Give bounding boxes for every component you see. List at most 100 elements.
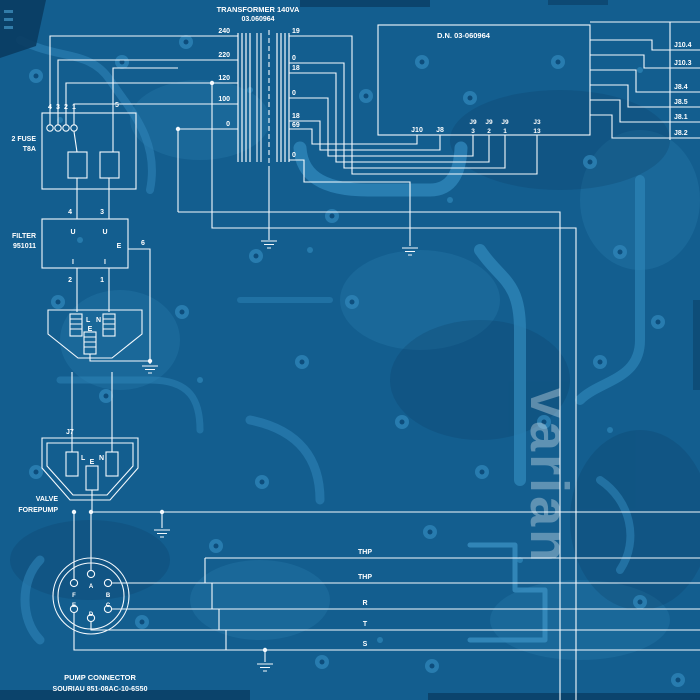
filter-u-0: U — [70, 229, 75, 236]
primary-tap-wires — [49, 35, 238, 212]
pump-pin-label-c: C — [106, 603, 111, 609]
junction-dot — [88, 509, 94, 515]
fuse-pin-label-4: 5 — [115, 102, 119, 109]
bus-stub-5 — [590, 114, 700, 139]
pump-pin-b — [103, 578, 113, 588]
fuse-label-line2: T8A — [23, 146, 36, 153]
valve-pin-n: N — [99, 455, 104, 462]
junction-dot — [147, 358, 153, 364]
primary-tap-label-1: 220 — [218, 52, 230, 59]
board-pin-j3-name: J3 — [533, 119, 541, 126]
ground-symbols — [142, 240, 418, 672]
board-pin-j9-num-2: 1 — [503, 128, 507, 135]
copper-traces — [16, 36, 645, 645]
board-pin-j9-name-0: J9 — [469, 119, 477, 126]
pump-pin-e — [69, 604, 79, 614]
secondary-tap-label-4: 18 — [292, 113, 300, 120]
board-pin-j9-name-2: J9 — [501, 119, 509, 126]
bus-stub-4 — [590, 99, 700, 123]
valve-label-line2: FOREPUMP — [18, 507, 58, 514]
selector-pin — [70, 124, 78, 132]
fuse-box — [41, 112, 137, 190]
vias — [57, 67, 643, 643]
right-edge-label-2: J8.4 — [674, 84, 688, 91]
fuse-pin-label-0: 4 — [48, 104, 52, 111]
filter-box — [41, 218, 129, 269]
silkscreen-marks — [4, 10, 13, 29]
secondary-tap-label-5: 69 — [292, 122, 300, 129]
selector-pin — [46, 124, 54, 132]
pump-pin-d — [86, 613, 96, 623]
ground-symbol-bottom — [257, 663, 273, 672]
pump-pin-label-f: F — [72, 593, 76, 599]
filter-earth-pin: 6 — [141, 240, 145, 247]
pump-pin-a — [86, 569, 96, 579]
schematic: TRANSFORMER 140VA 03.060964 240 220 120 … — [11, 5, 700, 700]
pump-pin-c — [103, 604, 113, 614]
board-pin-j9-num-1: 2 — [487, 128, 491, 135]
filter-earth-label: E — [117, 243, 122, 250]
pump-pin-f — [69, 578, 79, 588]
wire-label-0: THP — [358, 549, 372, 556]
junction-dot — [71, 509, 77, 515]
junction-dot — [262, 647, 268, 653]
inlet-pin-e: E — [88, 326, 93, 333]
valve-outline-inner — [46, 442, 134, 496]
board-pin-j3-num: 13 — [533, 128, 541, 135]
bus-stub-0 — [590, 39, 700, 51]
secondary-tap-label-6: 0 — [292, 152, 296, 159]
valve-pin-l: L — [81, 455, 86, 462]
inlet-outline — [47, 309, 143, 359]
inlet-earth-wire — [89, 354, 150, 362]
ground-symbol-transformer — [261, 240, 277, 249]
board-pin-j8: J8 — [436, 127, 444, 134]
solder-pads — [29, 35, 685, 687]
primary-tap-label-0: 240 — [218, 28, 230, 35]
selector-pin — [54, 124, 62, 132]
inlet-contacts — [69, 313, 116, 355]
filter-i-0: I — [72, 259, 74, 266]
filter-label-line1: FILTER — [12, 233, 36, 240]
fuse-pin-label-2: 2 — [64, 104, 68, 111]
right-edge-bus: J10.4 J10.3 J8.4 J8.5 J8.1 J8.2 — [590, 21, 700, 140]
junction-dot — [175, 126, 181, 132]
pump-pin-label-e: E — [72, 603, 76, 609]
control-board-label: D.N. 03-060964 — [437, 31, 491, 40]
secondary-tap-label-2: 18 — [292, 65, 300, 72]
primary-winding — [237, 33, 251, 162]
filter-bottom-pin-0: 2 — [68, 277, 72, 284]
filter-block: 4 3 U U I I E 6 2 1 FILTER 951011 — [12, 209, 151, 364]
transformer-title: TRANSFORMER 140VA — [217, 5, 300, 14]
secondary-winding — [276, 33, 290, 162]
light-mottle — [60, 80, 700, 660]
primary-tap-label-2: 120 — [218, 75, 230, 82]
fuse-pin-label-1: 3 — [56, 104, 60, 111]
pump-pin-label-d: D — [89, 612, 94, 618]
valve-outline-outer — [41, 437, 139, 501]
filter-bottom-pin-1: 1 — [100, 277, 104, 284]
valve-pin-e: E — [90, 459, 95, 466]
junction-dot — [159, 509, 165, 515]
filter-top-pin-1: 3 — [100, 209, 104, 216]
filter-output-wires — [76, 268, 110, 312]
pump-label-line1: PUMP CONNECTOR — [64, 673, 136, 682]
secondary-tap-label-3: 0 — [292, 90, 296, 97]
brand-watermark: varian — [519, 388, 579, 565]
pump-connector: A F B E C D PUMP CONNECTOR SOURIAU 851-0… — [52, 509, 148, 693]
control-board: D.N. 03-060964 J10 J8 J9 3 J9 2 J9 1 J3 … — [377, 24, 591, 136]
bus-top-line — [590, 21, 700, 140]
selector-pin — [62, 124, 70, 132]
interconnect-runs — [178, 83, 577, 700]
inlet-pin-n: N — [96, 317, 101, 324]
dark-mottle — [10, 90, 700, 610]
bus-stub-1 — [590, 54, 700, 69]
pump-pin-label-b: B — [106, 593, 111, 599]
mid-run-1 — [178, 211, 561, 700]
primary-tap-label-3: 100 — [218, 96, 230, 103]
control-board-box — [377, 24, 591, 136]
right-edge-label-4: J8.1 — [674, 114, 688, 121]
